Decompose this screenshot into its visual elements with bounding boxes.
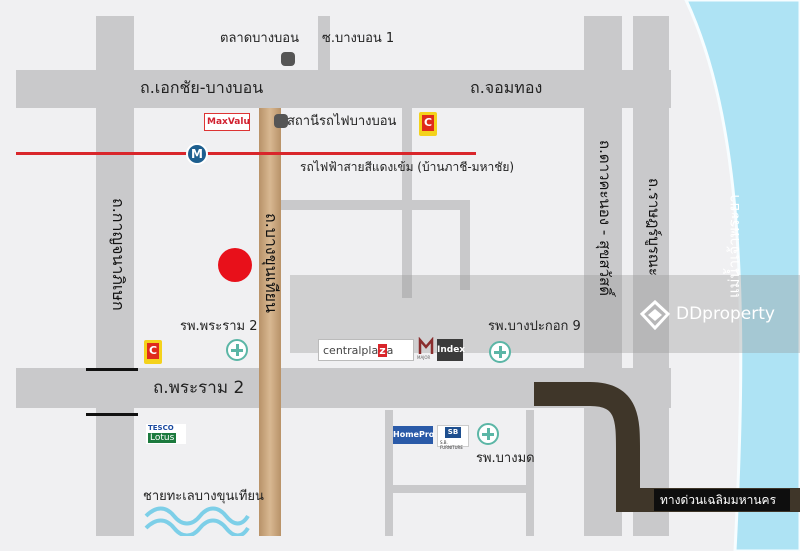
index-logo: Index <box>437 339 466 361</box>
watermark-logo-icon <box>639 299 671 331</box>
index-text: Index <box>437 345 466 355</box>
metro-letter: M <box>191 147 203 161</box>
red-line-rail <box>16 152 476 155</box>
daokhanong-road-label: ถ.ดาวคะนอง - สุขสวัสดิ์ <box>596 140 614 296</box>
bangmod-hospital-label: รพ.บางมด <box>476 451 535 466</box>
central-plaza-logo: centralplaza <box>318 339 414 361</box>
lotus-text: Lotus <box>148 433 177 443</box>
chomthong-road-label: ถ.จอมทอง <box>470 78 543 97</box>
mid-connector-road <box>280 200 470 210</box>
rama2-hospital-label: รพ.พระราม 2 <box>180 319 258 334</box>
major-logo: MAJOR <box>417 336 434 361</box>
rama2-road-label: ถ.พระราม 2 <box>153 378 245 398</box>
sb-furniture-logo: SB S.B. FURNITURE <box>437 425 469 450</box>
chao-phraya-label: แม่น้ำเจ้าพระยา <box>725 194 743 298</box>
lower-left-vertical-road <box>385 410 393 536</box>
expressway-label: ทางด่วนเฉลิมมหานคร <box>660 493 777 507</box>
lower-right-vertical-road <box>526 410 534 536</box>
ratburana-road-label: ถ.ราษฎร์บูรณะ <box>645 178 663 276</box>
bridge-marker <box>86 413 138 416</box>
soi-bangbon-1-label: ซ.บางบอน 1 <box>322 31 395 46</box>
ekkachai-road-label: ถ.เอกชัย-บางบอน <box>140 78 264 97</box>
expressway-label-box <box>654 489 790 511</box>
central-z-mark: z <box>378 344 387 357</box>
homepro-text: HomePro <box>393 430 435 439</box>
major-icon <box>418 336 434 354</box>
bangbon-market-label: ตลาดบางบอน <box>220 31 299 46</box>
maxvalu-text: MaxValu <box>207 117 250 127</box>
major-text: MAJOR <box>417 355 431 360</box>
sea-waves-icon <box>144 506 250 536</box>
bangkhunthian-road <box>259 108 281 536</box>
property-location-marker <box>218 248 252 282</box>
central-a-text: a <box>386 344 394 357</box>
bangkhunthian-road-label: ถ.บางขุนเทียน <box>262 213 281 313</box>
lower-connector-road <box>385 485 534 493</box>
maxvalu-logo: MaxValu <box>204 113 250 131</box>
bigc-letter: C <box>422 115 434 131</box>
bangpakok9-hospital-label: รพ.บางปะกอก 9 <box>488 319 581 334</box>
tesco-lotus-logo: TESCO Lotus <box>146 424 186 444</box>
hospital-icon <box>477 423 499 445</box>
bigc-icon: C <box>144 340 162 364</box>
central-text: centralpla <box>323 344 379 357</box>
sb-mark: SB <box>445 427 461 438</box>
kanchanaphisek-road-label: ถ.กาญจนาภิเษก <box>109 198 128 311</box>
hospital-icon <box>226 339 248 361</box>
red-line-label: รถไฟฟ้าสายสีแดงเข้ม (บ้านภาชี-มหาชัย) <box>300 160 515 174</box>
watermark-text: DDproperty <box>676 304 775 324</box>
bigc-icon: C <box>419 112 437 136</box>
sb-text: S.B. FURNITURE <box>440 440 463 450</box>
right-connector-road <box>460 200 470 290</box>
bangkhunthian-beach-label: ชายทะเลบางขุนเทียน <box>143 489 264 504</box>
soi-bangbon-1-road <box>318 16 330 72</box>
station-dot-icon <box>274 114 288 128</box>
bangbon-station-label: สถานีรถไฟบางบอน <box>287 114 397 129</box>
ekkachai-road <box>16 70 671 108</box>
metro-station-icon: M <box>186 143 208 165</box>
bridge-marker <box>86 368 138 371</box>
market-dot-icon <box>281 52 295 66</box>
tesco-text: TESCO <box>148 424 174 432</box>
hospital-icon <box>489 341 511 363</box>
bigc-letter: C <box>147 343 159 359</box>
homepro-logo: HomePro <box>393 426 435 444</box>
